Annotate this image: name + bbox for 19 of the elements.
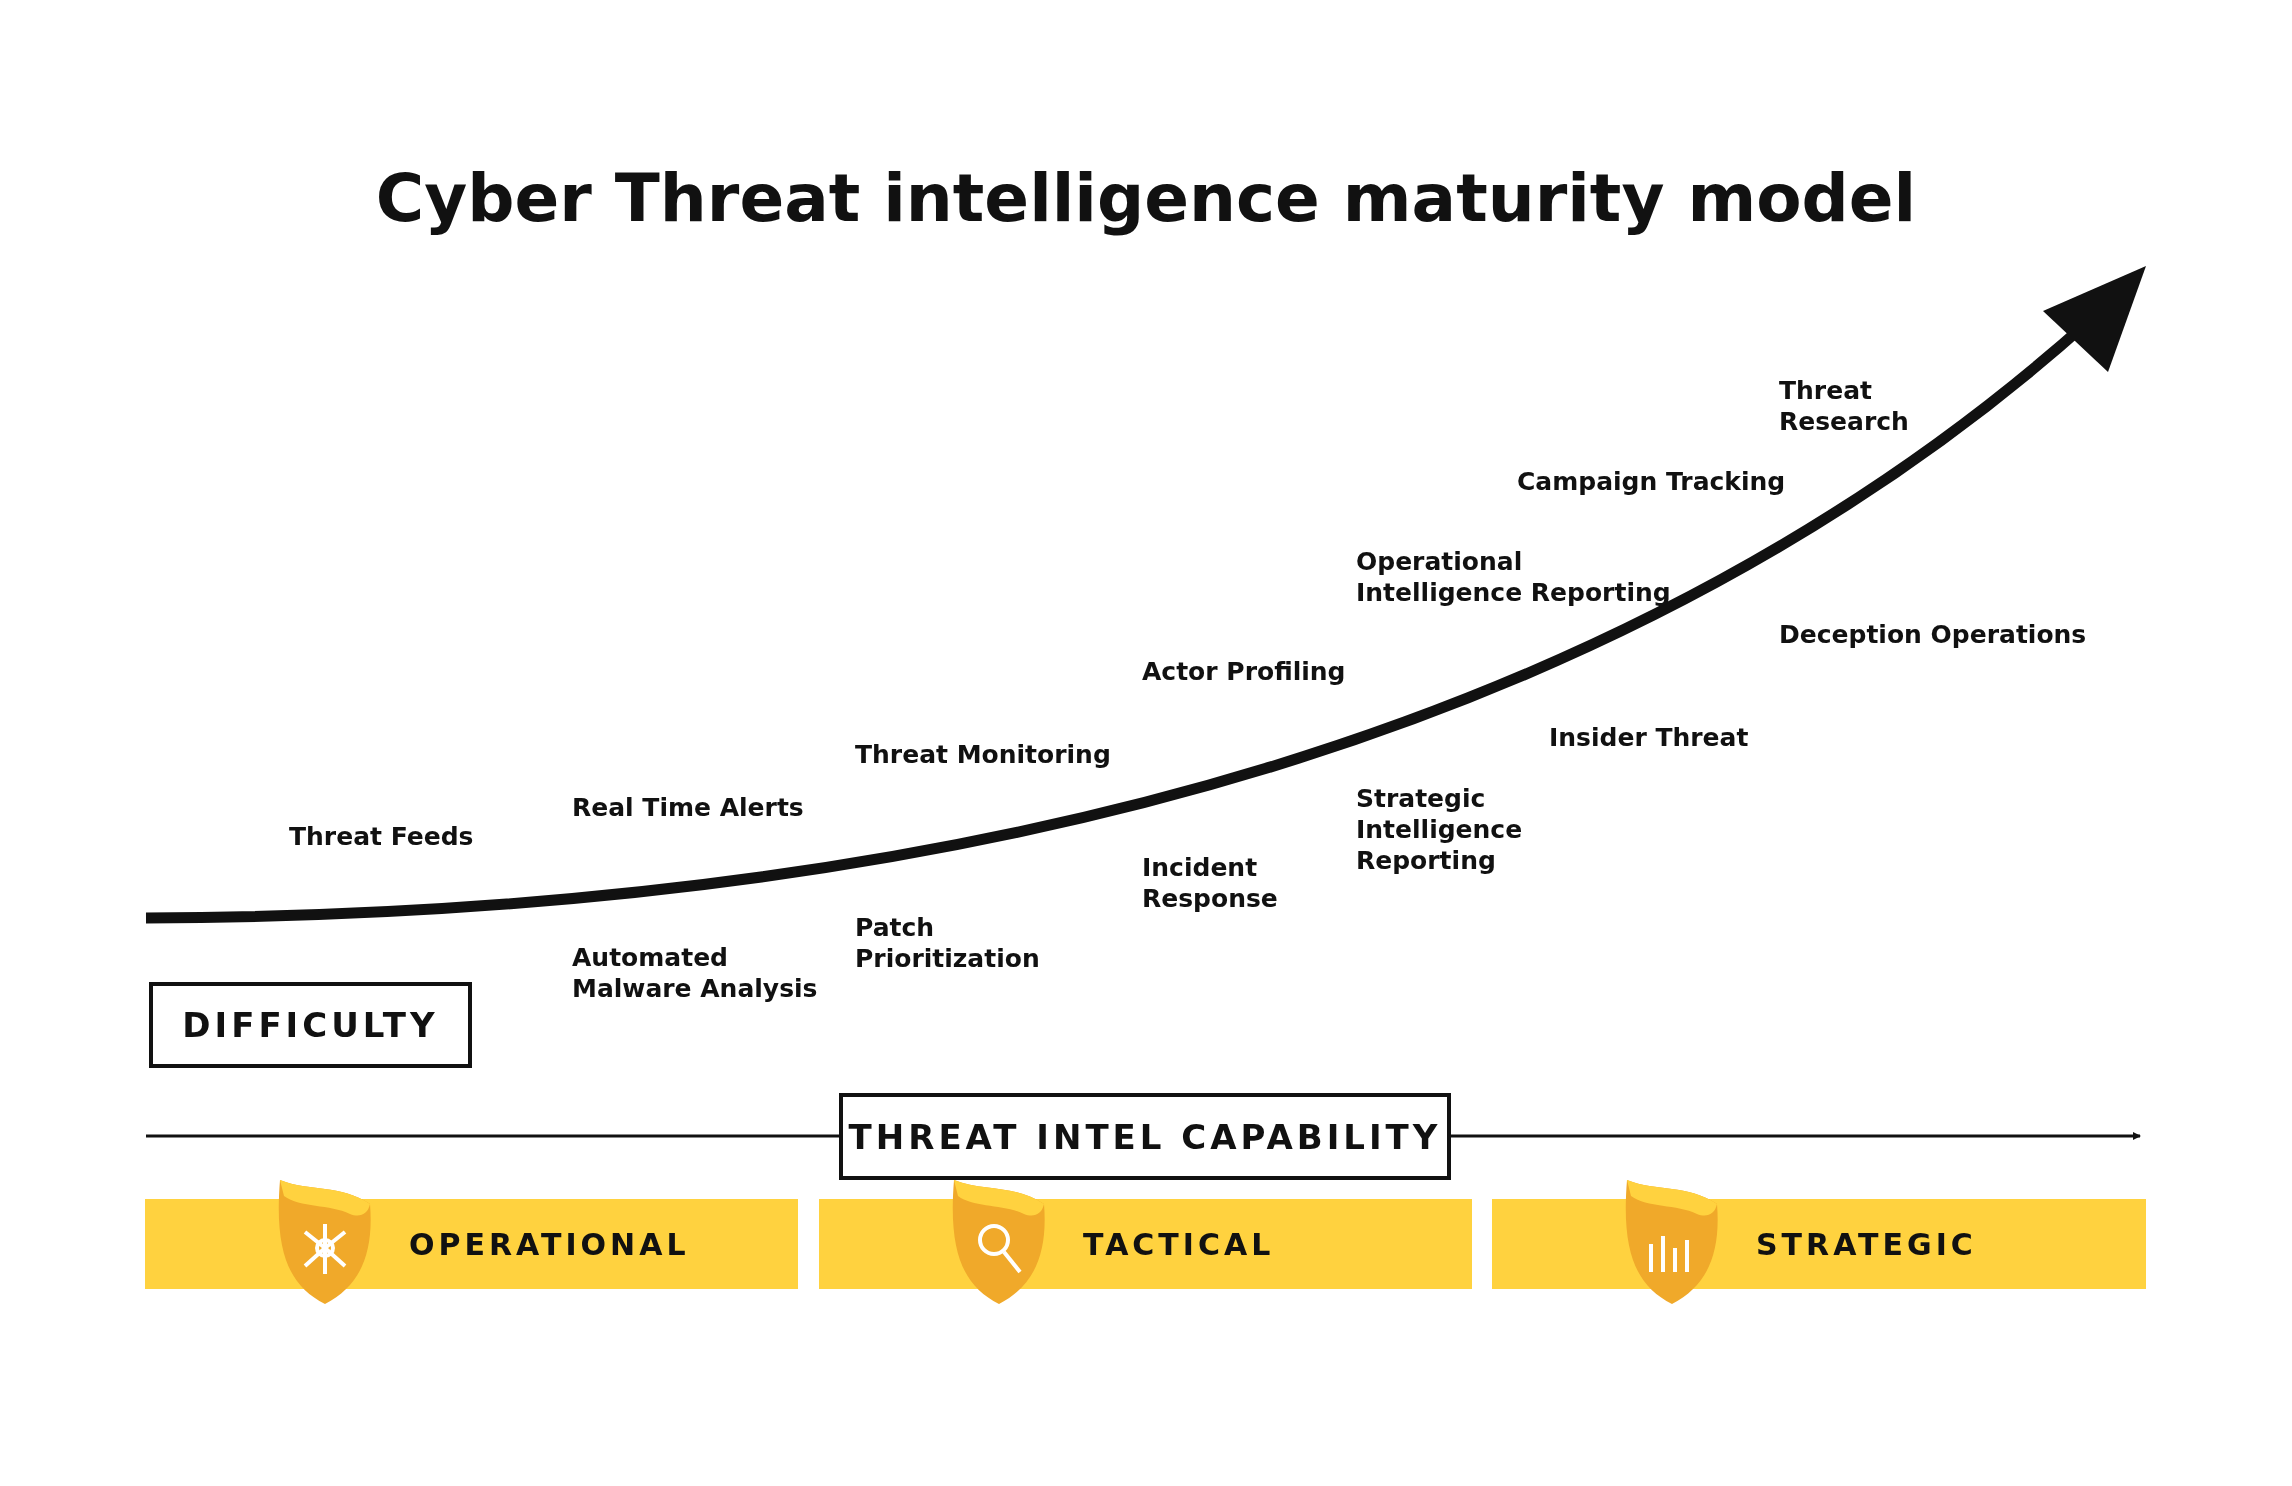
band-label: OPERATIONAL <box>409 1226 690 1262</box>
capability-label: Incident Response <box>1142 852 1279 914</box>
capability-label: Threat Research <box>1779 375 1910 437</box>
capability-label: Strategic Intelligence Reporting <box>1356 783 1524 876</box>
capability-label: Automated Malware Analysis <box>572 942 819 1004</box>
capability-label: Actor Profiling <box>1142 656 1347 687</box>
capability-label: Deception Operations <box>1779 619 2088 650</box>
label-box: THREAT INTEL CAPABILITY <box>839 1093 1451 1180</box>
capability-label: Threat Feeds <box>289 821 475 852</box>
band-label: STRATEGIC <box>1756 1226 1977 1262</box>
capability-label: Patch Prioritization <box>855 912 1041 974</box>
title: Cyber Threat intelligence maturity model <box>374 160 1918 237</box>
capability-label: Insider Threat <box>1549 722 1750 753</box>
label-box: DIFFICULTY <box>149 982 472 1068</box>
capability-label: Operational Intelligence Reporting <box>1356 546 1672 608</box>
capability-label: Real Time Alerts <box>572 792 805 823</box>
band-label: TACTICAL <box>1083 1226 1275 1262</box>
capability-label: Campaign Tracking <box>1517 466 1787 497</box>
capability-label: Threat Monitoring <box>855 739 1112 770</box>
